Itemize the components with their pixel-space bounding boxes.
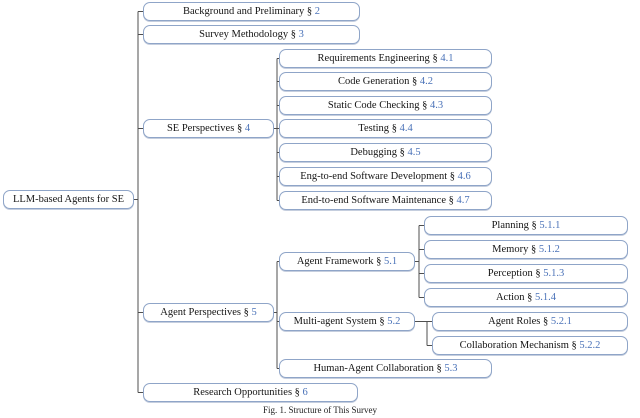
section-symbol: §: [429, 53, 441, 64]
node-label: Background and Preliminary: [182, 6, 305, 17]
node-action[interactable]: Action § 5.1.4: [424, 288, 628, 307]
section-symbol: §: [409, 76, 420, 87]
node-label: Static Code Checking: [327, 100, 420, 111]
section-number: 3: [298, 29, 304, 40]
node-collaboration-mechanism[interactable]: Collaboration Mechanism § 5.2.2: [432, 336, 628, 355]
section-symbol: §: [288, 29, 299, 40]
section-symbol: §: [528, 220, 540, 231]
node-perception[interactable]: Perception § 5.1.3: [424, 264, 628, 283]
section-symbol: §: [447, 171, 458, 182]
section-symbol: §: [540, 316, 551, 327]
section-symbol: §: [528, 244, 539, 255]
section-symbol: §: [446, 195, 457, 206]
section-number: 4: [244, 123, 251, 134]
section-number: 4.4: [399, 123, 413, 134]
section-symbol: §: [397, 147, 408, 158]
section-symbol: §: [241, 307, 252, 318]
section-number: 5: [251, 307, 257, 318]
node-label: Agent Perspectives: [160, 307, 242, 318]
node-label: Human-Agent Collaboration: [313, 363, 434, 374]
node-human-agent-collaboration[interactable]: Human-Agent Collaboration § 5.3: [279, 359, 492, 378]
section-number: 4.2: [419, 76, 434, 87]
section-number: 4.3: [429, 100, 444, 111]
section-number: 5.1.4: [535, 292, 557, 303]
node-label: Requirements Engineering: [317, 53, 430, 64]
section-symbol: §: [419, 100, 430, 111]
section-number: 5.2: [387, 316, 401, 327]
section-symbol: §: [568, 340, 580, 351]
node-label: Memory: [492, 244, 529, 255]
connector-path-2: [274, 261, 279, 369]
node-memory[interactable]: Memory § 5.1.2: [424, 240, 628, 259]
node-planning[interactable]: Planning § 5.1.1: [424, 216, 628, 235]
node-debugging[interactable]: Debugging § 4.5: [279, 143, 492, 162]
node-label: Planning: [491, 220, 529, 231]
node-label: Debugging: [350, 147, 398, 158]
node-label: Perception: [487, 268, 533, 279]
section-number: 4.7: [456, 195, 470, 206]
section-number: 5.2.2: [579, 340, 601, 351]
node-survey-methodology[interactable]: Survey Methodology § 3: [143, 25, 360, 44]
section-number: 4.6: [457, 171, 471, 182]
connector-path-0: [134, 11, 143, 393]
figure-caption-label: Fig. 1.: [262, 405, 287, 415]
section-symbol: §: [292, 387, 303, 398]
node-requirements-engineering[interactable]: Requirements Engineering § 4.1: [279, 49, 492, 68]
node-end-to-end-software-development[interactable]: Eng-to-end Software Development § 4.6: [279, 167, 492, 186]
node-label: Eng-to-end Software Development: [300, 171, 448, 182]
node-label: SE Perspectives: [166, 123, 235, 134]
node-end-to-end-software-maintenance[interactable]: End-to-end Software Maintenance § 4.7: [279, 191, 492, 210]
node-label: LLM-based Agents for SE: [12, 194, 125, 205]
section-symbol: §: [524, 292, 536, 303]
connector-path-3: [415, 225, 424, 298]
section-number: 5.1: [384, 256, 398, 267]
node-label: Multi-agent System: [293, 316, 377, 327]
section-symbol: §: [234, 123, 245, 134]
node-background-and-preliminary[interactable]: Background and Preliminary § 2: [143, 2, 360, 21]
node-label: Agent Framework: [296, 256, 374, 267]
node-label: End-to-end Software Maintenance: [301, 195, 446, 206]
section-symbol: §: [532, 268, 544, 279]
node-label: Code Generation: [337, 76, 410, 87]
node-label: Action: [495, 292, 525, 303]
section-number: 5.3: [444, 363, 458, 374]
section-symbol: §: [376, 316, 388, 327]
node-multi-agent-system[interactable]: Multi-agent System § 5.2: [279, 312, 415, 331]
node-label: Agent Roles: [488, 316, 541, 327]
section-number: 5.2.1: [550, 316, 572, 327]
node-label: Research Opportunities: [193, 387, 293, 398]
node-static-code-checking[interactable]: Static Code Checking § 4.3: [279, 96, 492, 115]
node-research-opportunities[interactable]: Research Opportunities § 6: [143, 383, 358, 402]
section-number: 6: [302, 387, 308, 398]
section-number: 5.1.3: [543, 268, 565, 279]
section-symbol: §: [304, 6, 315, 17]
figure-caption-text: Structure of This Survey: [288, 405, 378, 415]
section-number: 4.1: [440, 53, 454, 64]
node-agent-perspectives[interactable]: Agent Perspectives § 5: [143, 303, 274, 322]
node-label: Testing: [358, 123, 390, 134]
section-number: 2: [314, 6, 321, 17]
node-testing[interactable]: Testing § 4.4: [279, 119, 492, 138]
node-label: Collaboration Mechanism: [459, 340, 569, 351]
node-label: Survey Methodology: [199, 29, 289, 40]
connector-path-4: [415, 321, 432, 346]
section-symbol: §: [433, 363, 445, 374]
section-number: 5.1.1: [539, 220, 561, 231]
figure-caption: Fig. 1. Structure of This Survey: [0, 405, 640, 415]
node-se-perspectives[interactable]: SE Perspectives § 4: [143, 119, 274, 138]
node-agent-framework[interactable]: Agent Framework § 5.1: [279, 252, 415, 271]
section-symbol: §: [373, 256, 385, 267]
section-number: 5.1.2: [538, 244, 560, 255]
section-symbol: §: [389, 123, 400, 134]
section-number: 4.5: [407, 147, 421, 158]
node-agent-roles[interactable]: Agent Roles § 5.2.1: [432, 312, 628, 331]
node-code-generation[interactable]: Code Generation § 4.2: [279, 72, 492, 91]
node-root[interactable]: LLM-based Agents for SE: [3, 190, 134, 209]
